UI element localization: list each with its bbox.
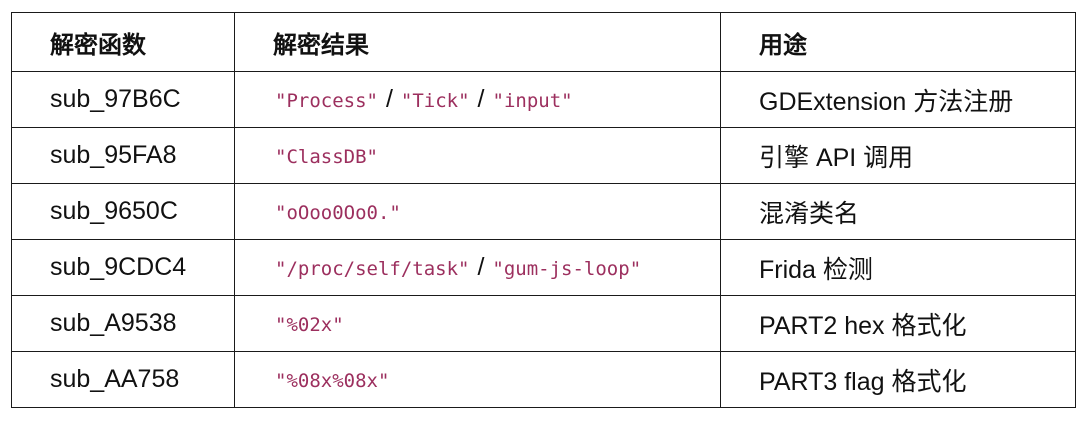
decryption-table: 解密函数 解密结果 用途 sub_97B6C"Process"/"Tick"/"… bbox=[11, 12, 1076, 408]
result-string: "Tick" bbox=[400, 90, 470, 112]
header-result: 解密结果 bbox=[234, 12, 721, 72]
result-separator: / bbox=[385, 85, 393, 113]
result-string: "%02x" bbox=[275, 314, 344, 336]
function-name-cell: sub_97B6C bbox=[11, 71, 235, 128]
decryption-result-cell: "/proc/self/task" / "gum-js-loop" bbox=[234, 239, 721, 296]
purpose-cell: PART2 hex 格式化 bbox=[720, 295, 1076, 352]
decryption-result-cell: "%02x" bbox=[234, 295, 721, 352]
result-separator: / bbox=[477, 85, 485, 113]
header-function: 解密函数 bbox=[11, 12, 235, 72]
function-name-cell: sub_95FA8 bbox=[11, 127, 235, 184]
purpose-cell: 引擎 API 调用 bbox=[720, 127, 1076, 184]
purpose-cell: Frida 检测 bbox=[720, 239, 1076, 296]
result-string: "oOoo0Oo0." bbox=[275, 202, 401, 224]
table-row: sub_95FA8 "ClassDB" 引擎 API 调用 bbox=[11, 127, 1076, 184]
function-name-cell: sub_9CDC4 bbox=[11, 239, 235, 296]
table-row: sub_AA758 "%08x%08x" PART3 flag 格式化 bbox=[11, 351, 1076, 408]
table-row: sub_97B6C "Process" / "Tick" / "input" GDExten… bbox=[11, 71, 1076, 128]
purpose-cell: GDExtension 方法注册 bbox=[720, 71, 1076, 128]
result-string: "/proc/self/task" bbox=[275, 258, 470, 280]
result-string: "gum-js-loop" bbox=[492, 258, 642, 280]
decryption-result-cell: "Process" / "Tick" / "input" bbox=[234, 71, 721, 128]
result-string: "input" bbox=[492, 90, 573, 112]
result-separator: / bbox=[477, 253, 485, 281]
purpose-cell: 混淆类名 bbox=[720, 183, 1076, 240]
table-body: sub_97B6C "Process" / "Tick" / "input" GDExten… bbox=[11, 71, 1076, 408]
function-name-cell: sub_A9538 bbox=[11, 295, 235, 352]
table-row: sub_9CDC4 "/proc/self/task" / "gum-js-loop"… bbox=[11, 239, 1076, 296]
result-string: "%08x%08x" bbox=[275, 370, 390, 392]
decryption-result-cell: "%08x%08x" bbox=[234, 351, 721, 408]
table-row: sub_9650C "oOoo0Oo0." 混淆类名 bbox=[11, 183, 1076, 240]
decryption-table-container: 解密函数 解密结果 用途 sub_97B6C"Process"/"Tick"/"… bbox=[11, 12, 1076, 414]
table-row: sub_A9538 "%02x" PART2 hex 格式化 bbox=[11, 295, 1076, 352]
function-name-cell: sub_AA758 bbox=[11, 351, 235, 408]
table-header-row: 解密函数 解密结果 用途 bbox=[11, 12, 1076, 72]
function-name-cell: sub_9650C bbox=[11, 183, 235, 240]
purpose-cell: PART3 flag 格式化 bbox=[720, 351, 1076, 408]
decryption-result-cell: "oOoo0Oo0." bbox=[234, 183, 721, 240]
header-purpose: 用途 bbox=[720, 12, 1076, 72]
result-string: "Process" bbox=[275, 90, 378, 112]
decryption-result-cell: "ClassDB" bbox=[234, 127, 721, 184]
result-string: "ClassDB" bbox=[275, 146, 378, 168]
